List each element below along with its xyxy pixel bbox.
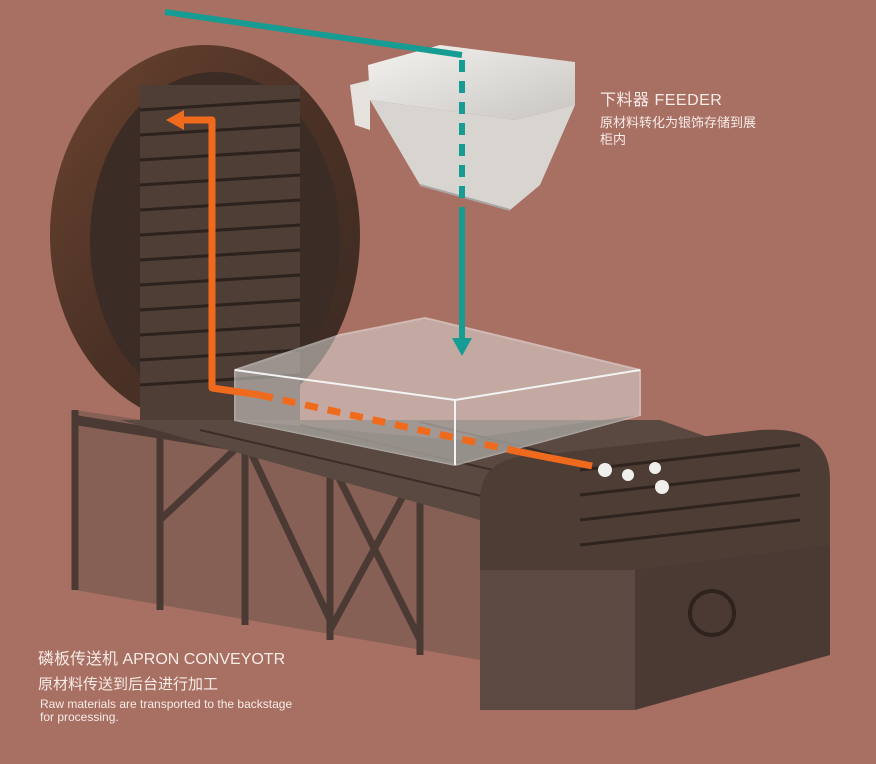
silver-ornaments — [598, 462, 669, 494]
gear-emblem-icon — [688, 589, 736, 637]
apron-conveyor-title: 磷板传送机 APRON CONVEYOTR — [38, 651, 286, 668]
material-flow-arrow — [166, 110, 593, 470]
feed-flow-arrow — [164, 9, 472, 356]
glass-display-case — [234, 316, 641, 467]
feeder-title: 下料器 FEEDER — [600, 92, 723, 109]
apron-conveyor-description-en: Raw materials are transported to the bac… — [40, 697, 293, 724]
feeder-hopper — [350, 45, 575, 211]
conveyor-head-housing — [480, 429, 830, 710]
feeder-description: 原材料转化为银饰存储到展柜内 — [600, 115, 757, 147]
apron-conveyor-description-cn: 原材料传送到后台进行加工 — [38, 676, 219, 693]
